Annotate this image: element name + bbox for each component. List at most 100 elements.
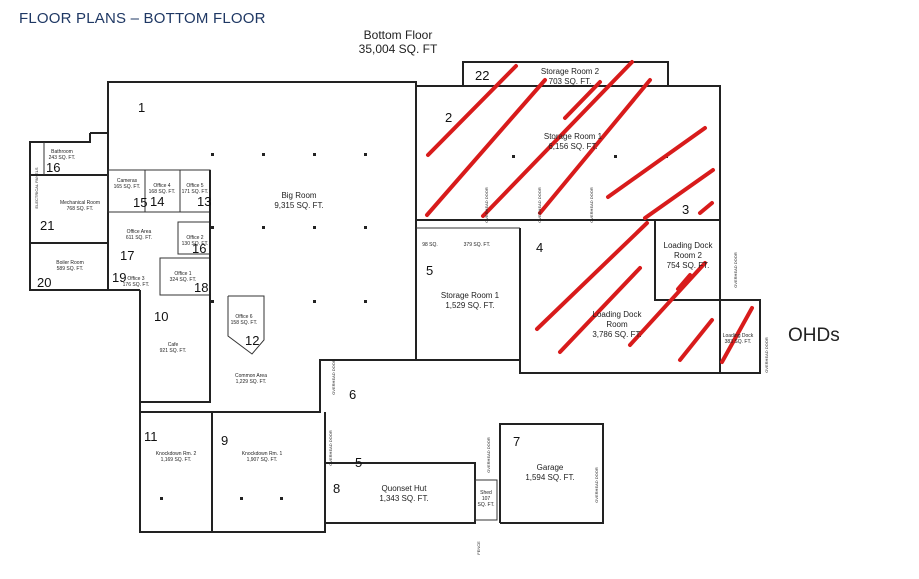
fence-label: FENCE bbox=[476, 541, 481, 555]
loading-dock-2-name: Loading Dock bbox=[664, 241, 714, 250]
small-room-379-area: 379 SQ. FT. bbox=[464, 242, 491, 248]
room-number: 15 bbox=[133, 195, 147, 210]
overhead-door-label: OVERHEAD DOOR bbox=[486, 437, 491, 473]
common-area-area: 1,229 SQ. FT. bbox=[236, 379, 267, 385]
room-number: 7 bbox=[513, 434, 520, 449]
shed-outline bbox=[474, 479, 498, 521]
overhead-door-label: OVERHEAD DOOR bbox=[328, 430, 333, 466]
room-number: 5 bbox=[426, 263, 433, 278]
knockdown-outline bbox=[139, 402, 326, 533]
office-2-area: 130 SQ. FT. bbox=[182, 241, 209, 247]
room-number: 18 bbox=[194, 280, 208, 295]
room-number: 6 bbox=[349, 387, 356, 402]
room-number: 1 bbox=[138, 100, 145, 115]
overhead-door-label: OVERHEAD DOOR bbox=[733, 252, 738, 288]
office-5-name: Office 5 bbox=[186, 183, 203, 189]
room-number: 19 bbox=[112, 270, 126, 285]
loading-dock-name2: Room bbox=[606, 320, 628, 329]
room-number: 11 bbox=[144, 429, 158, 444]
garage-outline bbox=[499, 423, 604, 524]
office-area-name: Office Area bbox=[127, 229, 152, 235]
room-number: 8 bbox=[333, 481, 340, 496]
knockdown-1-area: 1,907 SQ. FT. bbox=[247, 457, 278, 463]
garage-name: Garage bbox=[537, 463, 564, 472]
overhead-door-label: OVERHEAD DOOR bbox=[484, 187, 489, 223]
overhead-door-label: OVERHEAD DOOR bbox=[764, 337, 769, 373]
overhead-door-label: OVERHEAD DOOR bbox=[594, 467, 599, 503]
garage-area: 1,594 SQ. FT. bbox=[525, 473, 574, 482]
quonset-hut-outline bbox=[324, 462, 476, 524]
knockdown-2-area: 1,169 SQ. FT. bbox=[161, 457, 192, 463]
room-number: 16 bbox=[46, 160, 60, 175]
boiler-room-name: Boiler Room bbox=[56, 260, 84, 266]
columns bbox=[160, 153, 668, 500]
walls bbox=[29, 61, 761, 533]
room-number: 16 bbox=[192, 241, 206, 256]
loading-dock-2-area: 754 SQ. FT. bbox=[667, 261, 710, 270]
room-number: 21 bbox=[40, 218, 54, 233]
office-3-name: Office 3 bbox=[127, 276, 144, 282]
page-title: FLOOR PLANS – BOTTOM FLOOR bbox=[19, 10, 266, 27]
office-6-name: Office 6 bbox=[235, 314, 252, 320]
office-4-name: Office 4 bbox=[153, 183, 170, 189]
common-area-name: Common Area bbox=[235, 373, 267, 379]
big-room-area: 9,315 SQ. FT. bbox=[274, 201, 323, 210]
room-number: 3 bbox=[682, 202, 689, 217]
room-numbers: 1 2 3 4 5 5 6 7 8 9 10 11 12 13 14 15 16… bbox=[37, 68, 689, 496]
office-3-area: 176 SQ. FT. bbox=[123, 282, 150, 288]
ohds-label: OHDs bbox=[788, 325, 840, 346]
loading-dock-2-name2: Room 2 bbox=[674, 251, 703, 260]
cafe-name: Cafe bbox=[168, 342, 179, 348]
room-number: 20 bbox=[37, 275, 51, 290]
room-labels: Storage Room 2 703 SQ. FT. Storage Room … bbox=[49, 67, 754, 508]
room-number: 9 bbox=[221, 433, 228, 448]
storage-room-1b-area: 1,529 SQ. FT. bbox=[445, 301, 494, 310]
overhead-door-label: OVERHEAD DOOR bbox=[589, 187, 594, 223]
room-number: 12 bbox=[245, 333, 259, 348]
office-6-area: 158 SQ. FT. bbox=[231, 320, 258, 326]
storage-room-1-area: 6,156 SQ. FT. bbox=[548, 142, 597, 151]
room-number: 4 bbox=[536, 240, 543, 255]
electrical-panels-label: ELECTRICAL PANELS bbox=[34, 167, 39, 208]
shed-name: Shed bbox=[480, 490, 492, 496]
floor-area: 35,004 SQ. FT bbox=[359, 42, 438, 56]
office-6-outline bbox=[227, 295, 265, 355]
cameras-name: Cameras bbox=[117, 178, 138, 184]
storage-room-2-area: 703 SQ. FT. bbox=[549, 77, 592, 86]
room-number: 14 bbox=[150, 194, 164, 209]
cafe-outline bbox=[139, 290, 211, 403]
overhead-door-label: OVERHEAD DOOR bbox=[537, 187, 542, 223]
room-number: 2 bbox=[445, 110, 452, 125]
storage-room-1b-name: Storage Room 1 bbox=[441, 291, 500, 300]
loading-dock-2-outline bbox=[654, 219, 721, 301]
bathroom-name: Bathroom bbox=[51, 149, 73, 155]
quonset-hut-area: 1,343 SQ. FT. bbox=[379, 494, 428, 503]
room-number: 10 bbox=[154, 309, 168, 324]
shed-unit: SQ. FT. bbox=[478, 502, 495, 508]
small-room-98-area: 98 SQ. bbox=[422, 242, 438, 248]
loading-dock-outline bbox=[416, 299, 761, 374]
office-area-area: 611 SQ. FT. bbox=[126, 235, 152, 241]
cafe-area: 921 SQ. FT. bbox=[160, 348, 187, 354]
red-hatch-marks bbox=[425, 60, 754, 364]
common-area-outline bbox=[210, 363, 321, 413]
cameras-area: 165 SQ. FT. bbox=[114, 184, 141, 190]
knockdown-1-name: Knockdown Rm. 1 bbox=[242, 451, 283, 457]
room-number: 22 bbox=[475, 68, 489, 83]
office-5-area: 171 SQ. FT. bbox=[182, 189, 209, 195]
loading-dock-small-name: Loading Dock bbox=[723, 333, 754, 339]
floor-name: Bottom Floor bbox=[364, 28, 433, 42]
room-number: 5 bbox=[355, 455, 362, 470]
storage-room-1-name: Storage Room 1 bbox=[544, 132, 603, 141]
office-1-name: Office 1 bbox=[174, 271, 191, 277]
storage-room-1-outline bbox=[416, 85, 721, 220]
boiler-room-area: 589 SQ. FT. bbox=[57, 266, 84, 272]
loading-dock-small-area: 383 SQ. FT. bbox=[725, 339, 752, 345]
storage-room-2-name: Storage Room 2 bbox=[541, 67, 600, 76]
bathroom-area: 243 SQ. FT. bbox=[49, 155, 76, 161]
mechanical-room-name: Mechanical Room bbox=[60, 200, 100, 206]
room-number: 17 bbox=[120, 248, 134, 263]
loading-dock-area: 3,786 SQ. FT. bbox=[592, 330, 641, 339]
service-block-outline bbox=[29, 133, 140, 291]
